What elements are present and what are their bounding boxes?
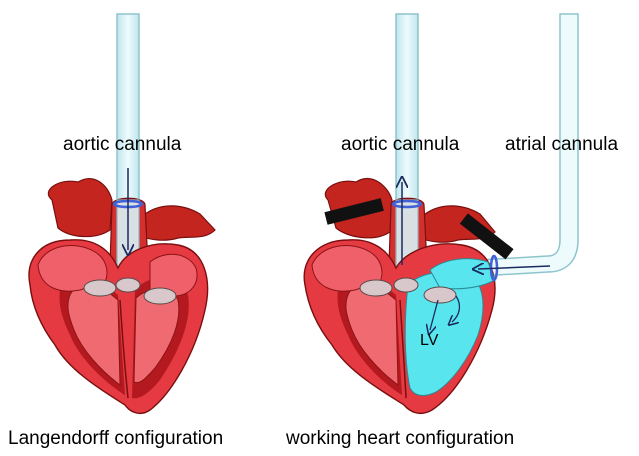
aortic-cannula-tube-right (396, 14, 418, 204)
valve-center-r (394, 278, 418, 292)
atrial-cannula-label: atrial cannula (505, 134, 618, 156)
pulmonary-artery (140, 206, 215, 240)
right-atrium (48, 179, 112, 237)
valve-right-r (424, 287, 456, 303)
valve-left (84, 280, 116, 296)
working-heart (304, 14, 578, 413)
valve-center (116, 278, 140, 292)
valve-right (144, 288, 176, 304)
lv-label: LV (420, 332, 438, 350)
aortic-cannula-label-right: aortic cannula (341, 134, 459, 156)
langendorff-caption: Langendorff configuration (8, 428, 223, 450)
aortic-cannula-label-left: aortic cannula (63, 134, 181, 156)
valve-left-r (360, 280, 392, 296)
langendorff-heart (29, 14, 215, 413)
working-heart-caption: working heart configuration (286, 428, 514, 450)
